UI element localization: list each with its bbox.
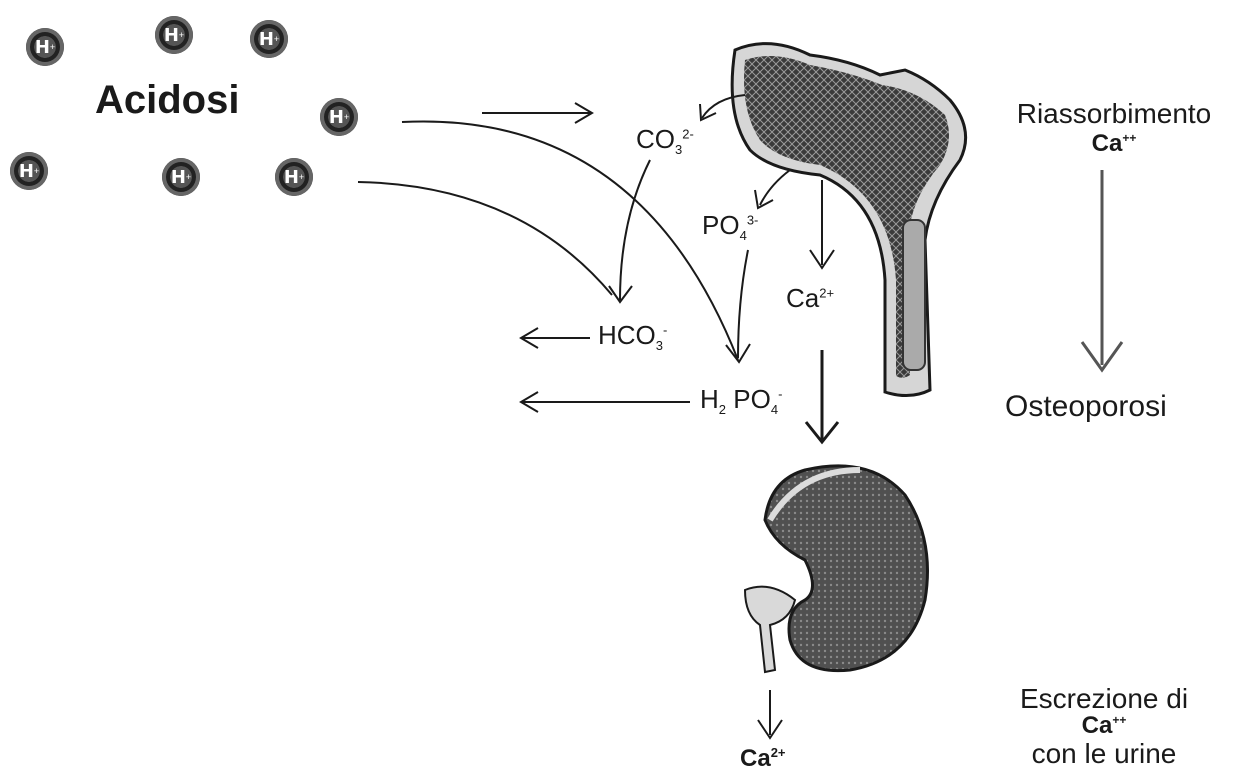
carbonate-label: CO32- xyxy=(636,126,694,156)
osteoporosis-label: Osteoporosi xyxy=(1005,392,1167,422)
h-ion-icon: H+ xyxy=(320,98,358,136)
acidosis-label: Acidosi xyxy=(95,80,239,120)
bone-illustration xyxy=(732,44,965,396)
phosphate-label: PO43- xyxy=(702,212,758,242)
kidney-illustration xyxy=(745,466,928,672)
h-ion-icon: H+ xyxy=(275,158,313,196)
h-ion-icon: H+ xyxy=(155,16,193,54)
h-ion-icon: H+ xyxy=(26,28,64,66)
resorption-label: Riassorbimento Ca++ xyxy=(985,100,1243,156)
h-ion-icon: H+ xyxy=(250,20,288,58)
calcium-urine-label: Ca2+ xyxy=(740,746,786,771)
excretion-label: Escrezione di Ca++ con le urine xyxy=(988,684,1220,768)
dihydrogen-phosphate-label: H2 PO4- xyxy=(700,386,782,416)
h-ion-icon: H+ xyxy=(162,158,200,196)
h-ion-icon: H+ xyxy=(10,152,48,190)
calcium-bone-label: Ca2+ xyxy=(786,285,834,311)
bicarbonate-label: HCO3- xyxy=(598,322,667,352)
